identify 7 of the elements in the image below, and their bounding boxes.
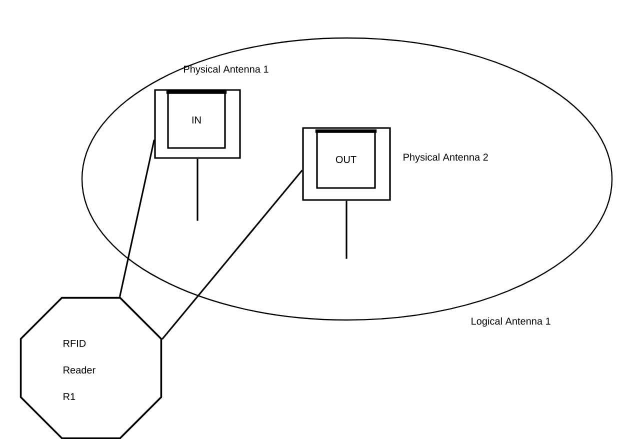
node-label: Physical Antenna 2 bbox=[404, 153, 488, 163]
node-label: Physical Antenna 1 bbox=[184, 65, 268, 75]
port-box: OUT bbox=[315, 129, 377, 189]
connector-line bbox=[162, 170, 303, 340]
port-box: IN bbox=[166, 90, 227, 149]
connector-line bbox=[118, 140, 155, 298]
reader-octagon: RFID Reader R1 bbox=[20, 296, 162, 439]
